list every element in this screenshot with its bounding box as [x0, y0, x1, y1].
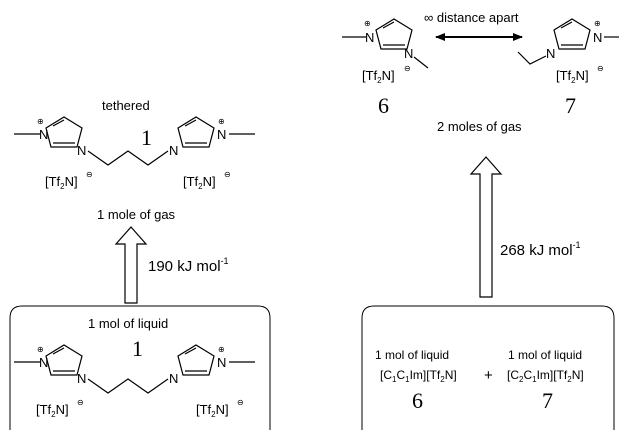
separated-ions-gas: N ⊕ N [Tf2N] ⊖ 6 ∞ distance apart N N ⊕ …	[342, 10, 619, 134]
compound-7-number-gas: 7	[565, 93, 576, 118]
tethered-molecule-gas: tethered 1 N ⊕ N N N ⊕ [Tf2N] ⊖ [Tf2N] ⊖…	[14, 98, 255, 222]
compound-1-number-liquid: 1	[132, 336, 143, 361]
cation-charge-left-gas: ⊕	[37, 117, 44, 126]
n-plus-right-gas: N	[217, 127, 226, 142]
n-plus-7: N	[593, 30, 602, 45]
right-hollow-arrow	[469, 156, 503, 298]
tethered-label: tethered	[102, 98, 150, 113]
tethered-liquid-box: 1 mol of liquid 1 N ⊕ N N N ⊕ [Tf2N] ⊖ […	[9, 305, 271, 430]
one-mole-gas-label: 1 mole of gas	[97, 207, 176, 222]
distance-apart-label: ∞ distance apart	[424, 10, 519, 25]
anion-charge-7-gas: ⊖	[597, 64, 604, 73]
anion-right-gas: [Tf2N]	[183, 174, 216, 191]
separated-liquid-box: 1 mol of liquid [C1C1Im][Tf2N] 6 + 1 mol…	[361, 305, 615, 430]
n-6: N	[404, 46, 413, 61]
one-mol-liquid-label-6: 1 mol of liquid	[375, 348, 449, 362]
n-right-liquid: N	[169, 371, 178, 386]
compound-7-number-liquid: 7	[542, 388, 553, 413]
anion-charge-right-liquid: ⊖	[237, 398, 244, 407]
n-plus-left-gas: N	[39, 127, 48, 142]
right-energy-label: 268 kJ mol-1	[500, 240, 581, 259]
two-moles-gas-label: 2 moles of gas	[437, 119, 522, 134]
n-7: N	[546, 46, 555, 61]
n-plus-right-liquid: N	[217, 355, 226, 370]
anion-6-gas: [Tf2N]	[362, 68, 395, 85]
cation-charge-right-liquid: ⊕	[218, 345, 225, 354]
cation-charge-right-gas: ⊕	[218, 117, 225, 126]
left-energy-label: 190 kJ mol-1	[148, 256, 229, 275]
compound-6-number-liquid: 6	[412, 388, 423, 413]
cation-charge-7: ⊕	[594, 19, 601, 28]
anion-charge-left-gas: ⊖	[86, 170, 93, 179]
cation-charge-6: ⊕	[364, 19, 371, 28]
anion-left-liquid: [Tf2N]	[36, 402, 69, 419]
one-mol-liquid-label-7: 1 mol of liquid	[508, 348, 582, 362]
anion-7-gas: [Tf2N]	[556, 68, 589, 85]
plus-sign: +	[484, 367, 493, 384]
compound-1-number-gas: 1	[141, 125, 152, 150]
anion-charge-left-liquid: ⊖	[77, 398, 84, 407]
n-plus-6: N	[365, 30, 374, 45]
anion-right-liquid: [Tf2N]	[196, 402, 229, 419]
n-left-gas: N	[77, 143, 86, 158]
cation-charge-left-liquid: ⊕	[37, 345, 44, 354]
one-mol-liquid-label-left: 1 mol of liquid	[88, 316, 168, 331]
salt-7-formula: [C2C1Im][Tf2N]	[507, 368, 584, 384]
n-right-gas: N	[169, 143, 178, 158]
anion-charge-6-gas: ⊖	[404, 64, 411, 73]
anion-charge-right-gas: ⊖	[224, 170, 231, 179]
n-plus-left-liquid: N	[39, 355, 48, 370]
n-left-liquid: N	[77, 371, 86, 386]
compound-6-number-gas: 6	[378, 93, 389, 118]
salt-6-formula: [C1C1Im][Tf2N]	[380, 368, 457, 384]
anion-left-gas: [Tf2N]	[45, 174, 78, 191]
left-hollow-arrow	[114, 226, 148, 304]
